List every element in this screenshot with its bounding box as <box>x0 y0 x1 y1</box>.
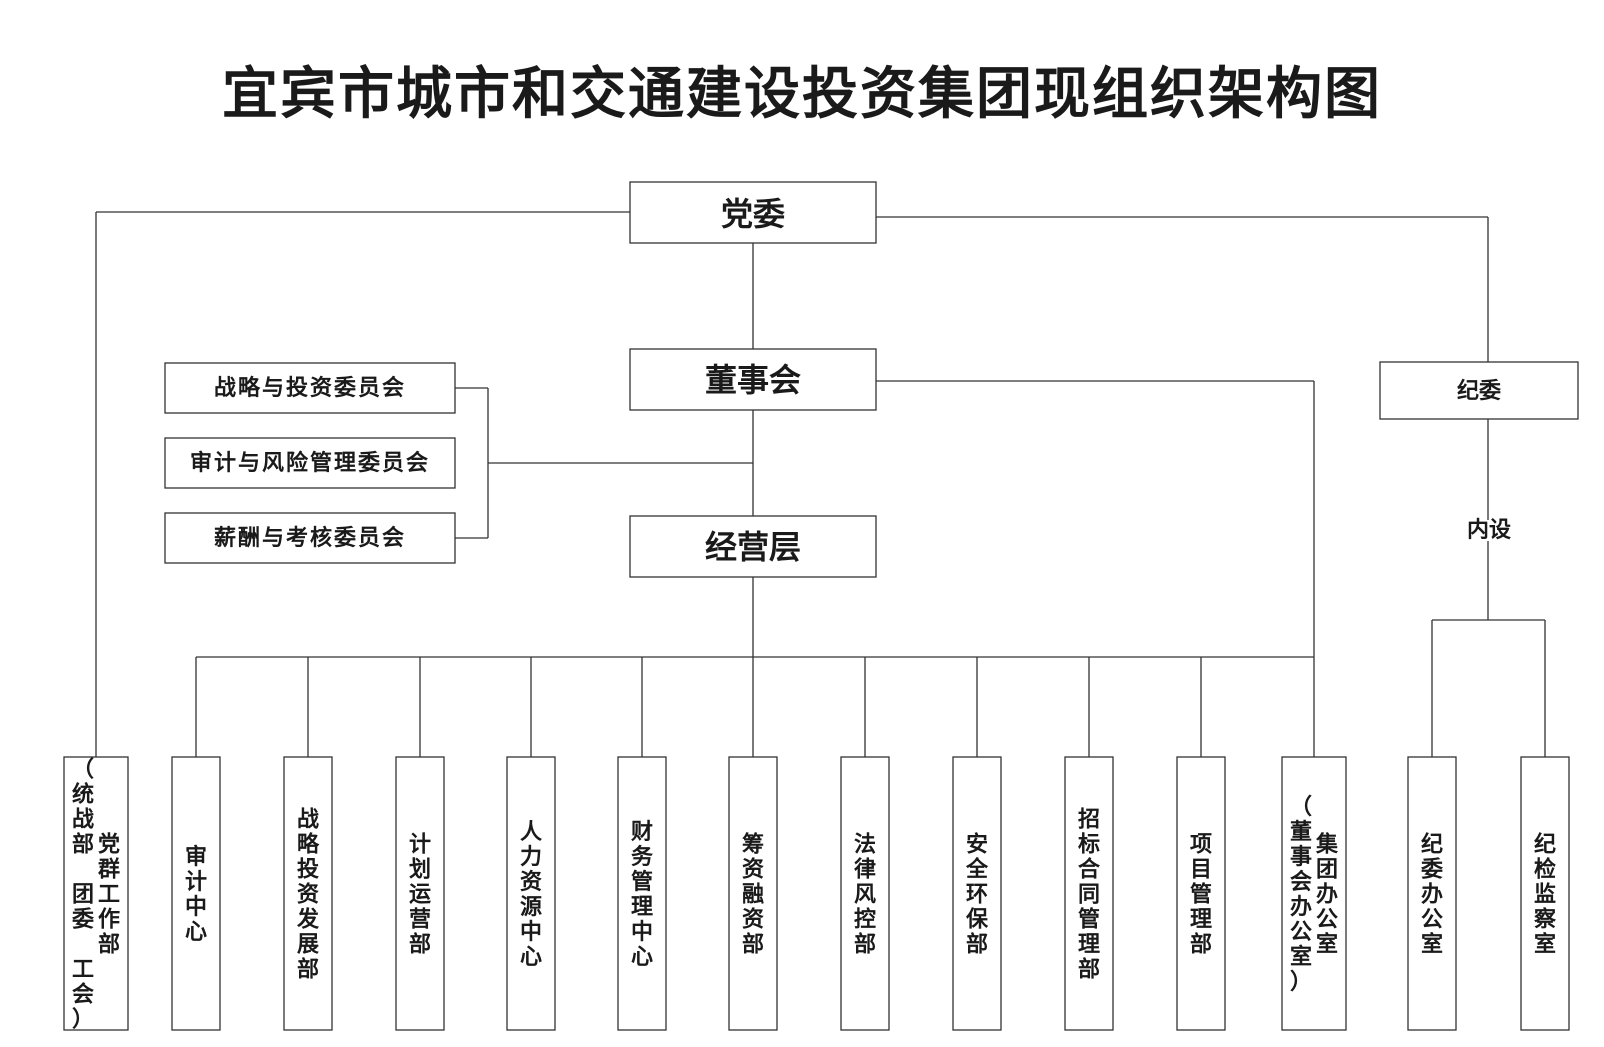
department-label: 财务管理中心 <box>631 819 654 970</box>
committee-audit-risk[interactable]: 审计与风险管理委员会 <box>164 437 456 489</box>
department-label: 纪检监察室 <box>1534 831 1557 957</box>
department-frame <box>840 756 890 1031</box>
department-label: 项目管理部 <box>1190 831 1212 957</box>
department-box[interactable]: 计划运营部 <box>395 756 445 1031</box>
internal-label: 内设 <box>1467 517 1511 543</box>
department-frame <box>728 756 778 1031</box>
department-frame <box>1520 756 1570 1031</box>
department-label: 筹资融资部 <box>742 831 764 957</box>
committee-label: 战略与投资委员会 <box>214 375 406 401</box>
committee-label: 审计与风险管理委员会 <box>190 450 430 476</box>
management-label: 经营层 <box>705 528 801 566</box>
party-committee-label: 党委 <box>721 195 785 233</box>
department-box[interactable]: 招标合同管理部 <box>1064 756 1114 1031</box>
department-box[interactable]: 纪检监察室 <box>1520 756 1570 1031</box>
department-frame <box>952 756 1002 1031</box>
department-label: 人力资源中心 <box>520 819 542 970</box>
department-box[interactable]: 战略投资发展部 <box>283 756 333 1031</box>
discipline-committee-label: 纪委 <box>1457 378 1501 404</box>
department-row: （统战部 团委 工会）党群工作部 审计中心 战略投资发展部 计划运营部 人力资源中心 财务… <box>63 756 1570 1032</box>
department-label: 党群工作部 <box>98 831 120 957</box>
board-label: 董事会 <box>705 361 801 399</box>
department-box[interactable]: （统战部 团委 工会）党群工作部 <box>63 756 129 1032</box>
department-label: 审计中心 <box>185 844 207 945</box>
department-box[interactable]: 安全环保部 <box>952 756 1002 1031</box>
department-frame <box>395 756 445 1031</box>
department-label: 招标合同管理部 <box>1078 806 1101 982</box>
board-node[interactable]: 董事会 <box>629 348 877 411</box>
department-label: （统战部 团委 工会） <box>72 756 94 1032</box>
department-label: 法律风控部 <box>854 831 876 957</box>
department-box[interactable]: （董事会办公室）集团办公室 <box>1281 756 1347 1031</box>
chart-title: 宜宾市城市和交通建设投资集团现组织架构图 <box>222 61 1382 127</box>
management-node[interactable]: 经营层 <box>629 515 877 578</box>
party-committee-node[interactable]: 党委 <box>629 181 877 244</box>
department-label: 安全环保部 <box>965 831 989 957</box>
department-frame <box>1281 756 1347 1031</box>
department-frame <box>283 756 333 1031</box>
department-box[interactable]: 财务管理中心 <box>617 756 667 1031</box>
department-frame <box>617 756 667 1031</box>
department-box[interactable]: 筹资融资部 <box>728 756 778 1031</box>
department-frame <box>1064 756 1114 1031</box>
department-label: 战略投资发展部 <box>296 806 320 982</box>
department-box[interactable]: 法律风控部 <box>840 756 890 1031</box>
department-label: （董事会办公室） <box>1290 794 1312 995</box>
department-frame <box>506 756 556 1031</box>
department-label: 集团办公室 <box>1315 831 1339 957</box>
committee-label: 薪酬与考核委员会 <box>214 525 406 551</box>
department-label: 计划运营部 <box>409 831 431 957</box>
department-frame <box>1176 756 1226 1031</box>
department-frame <box>171 756 221 1031</box>
department-frame <box>1407 756 1457 1031</box>
committee-strategy-investment[interactable]: 战略与投资委员会 <box>164 362 456 414</box>
department-box[interactable]: 项目管理部 <box>1176 756 1226 1031</box>
department-box[interactable]: 审计中心 <box>171 756 221 1031</box>
department-box[interactable]: 纪委办公室 <box>1407 756 1457 1031</box>
discipline-committee-node[interactable]: 纪委 <box>1379 361 1579 420</box>
department-label: 纪委办公室 <box>1421 831 1443 957</box>
connector-lines <box>95 211 1546 757</box>
department-frame <box>63 756 129 1031</box>
committee-compensation-assessment[interactable]: 薪酬与考核委员会 <box>164 512 456 564</box>
department-box[interactable]: 人力资源中心 <box>506 756 556 1031</box>
